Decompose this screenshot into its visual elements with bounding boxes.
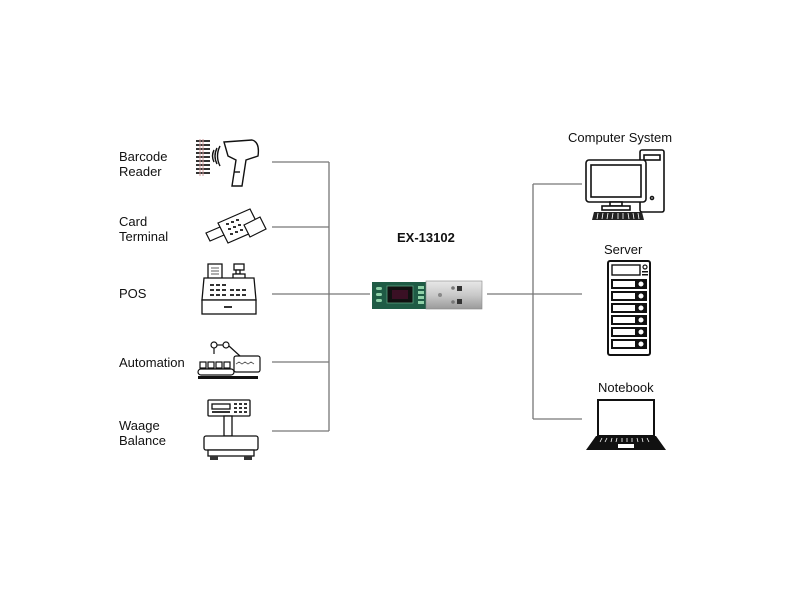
label-line: Barcode	[119, 149, 168, 164]
label-notebook: Notebook	[598, 380, 654, 395]
server-drives	[611, 279, 647, 349]
label-line: Terminal	[119, 229, 169, 244]
barcode-reader-icon	[196, 139, 260, 187]
automation-robot-icon	[197, 341, 261, 379]
label-line: Reader	[119, 164, 162, 179]
device-title: EX-13102	[397, 230, 455, 245]
label-line: Waage	[119, 418, 160, 433]
label-computer-system: Computer System	[568, 130, 673, 145]
label-line: Card	[119, 214, 148, 229]
label-automation: Automation	[119, 355, 185, 370]
usb-adapter-icon	[372, 280, 483, 310]
desktop-computer-icon	[585, 149, 665, 220]
label-pos: POS	[119, 286, 146, 301]
laptop-icon	[586, 399, 666, 450]
server-rack-icon	[607, 260, 651, 356]
scale-icon	[203, 399, 259, 460]
label-card-terminal: Card Terminal	[119, 214, 168, 244]
usb-plug	[425, 280, 483, 310]
card-terminal-icon	[205, 208, 267, 244]
label-line: Balance	[119, 433, 166, 448]
label-barcode-reader: Barcode Reader	[119, 149, 167, 179]
label-line: Automation	[119, 355, 185, 370]
label-line: POS	[119, 286, 147, 301]
label-server: Server	[604, 242, 643, 257]
label-scale: Waage Balance	[119, 418, 166, 448]
cash-register-icon	[201, 263, 257, 315]
